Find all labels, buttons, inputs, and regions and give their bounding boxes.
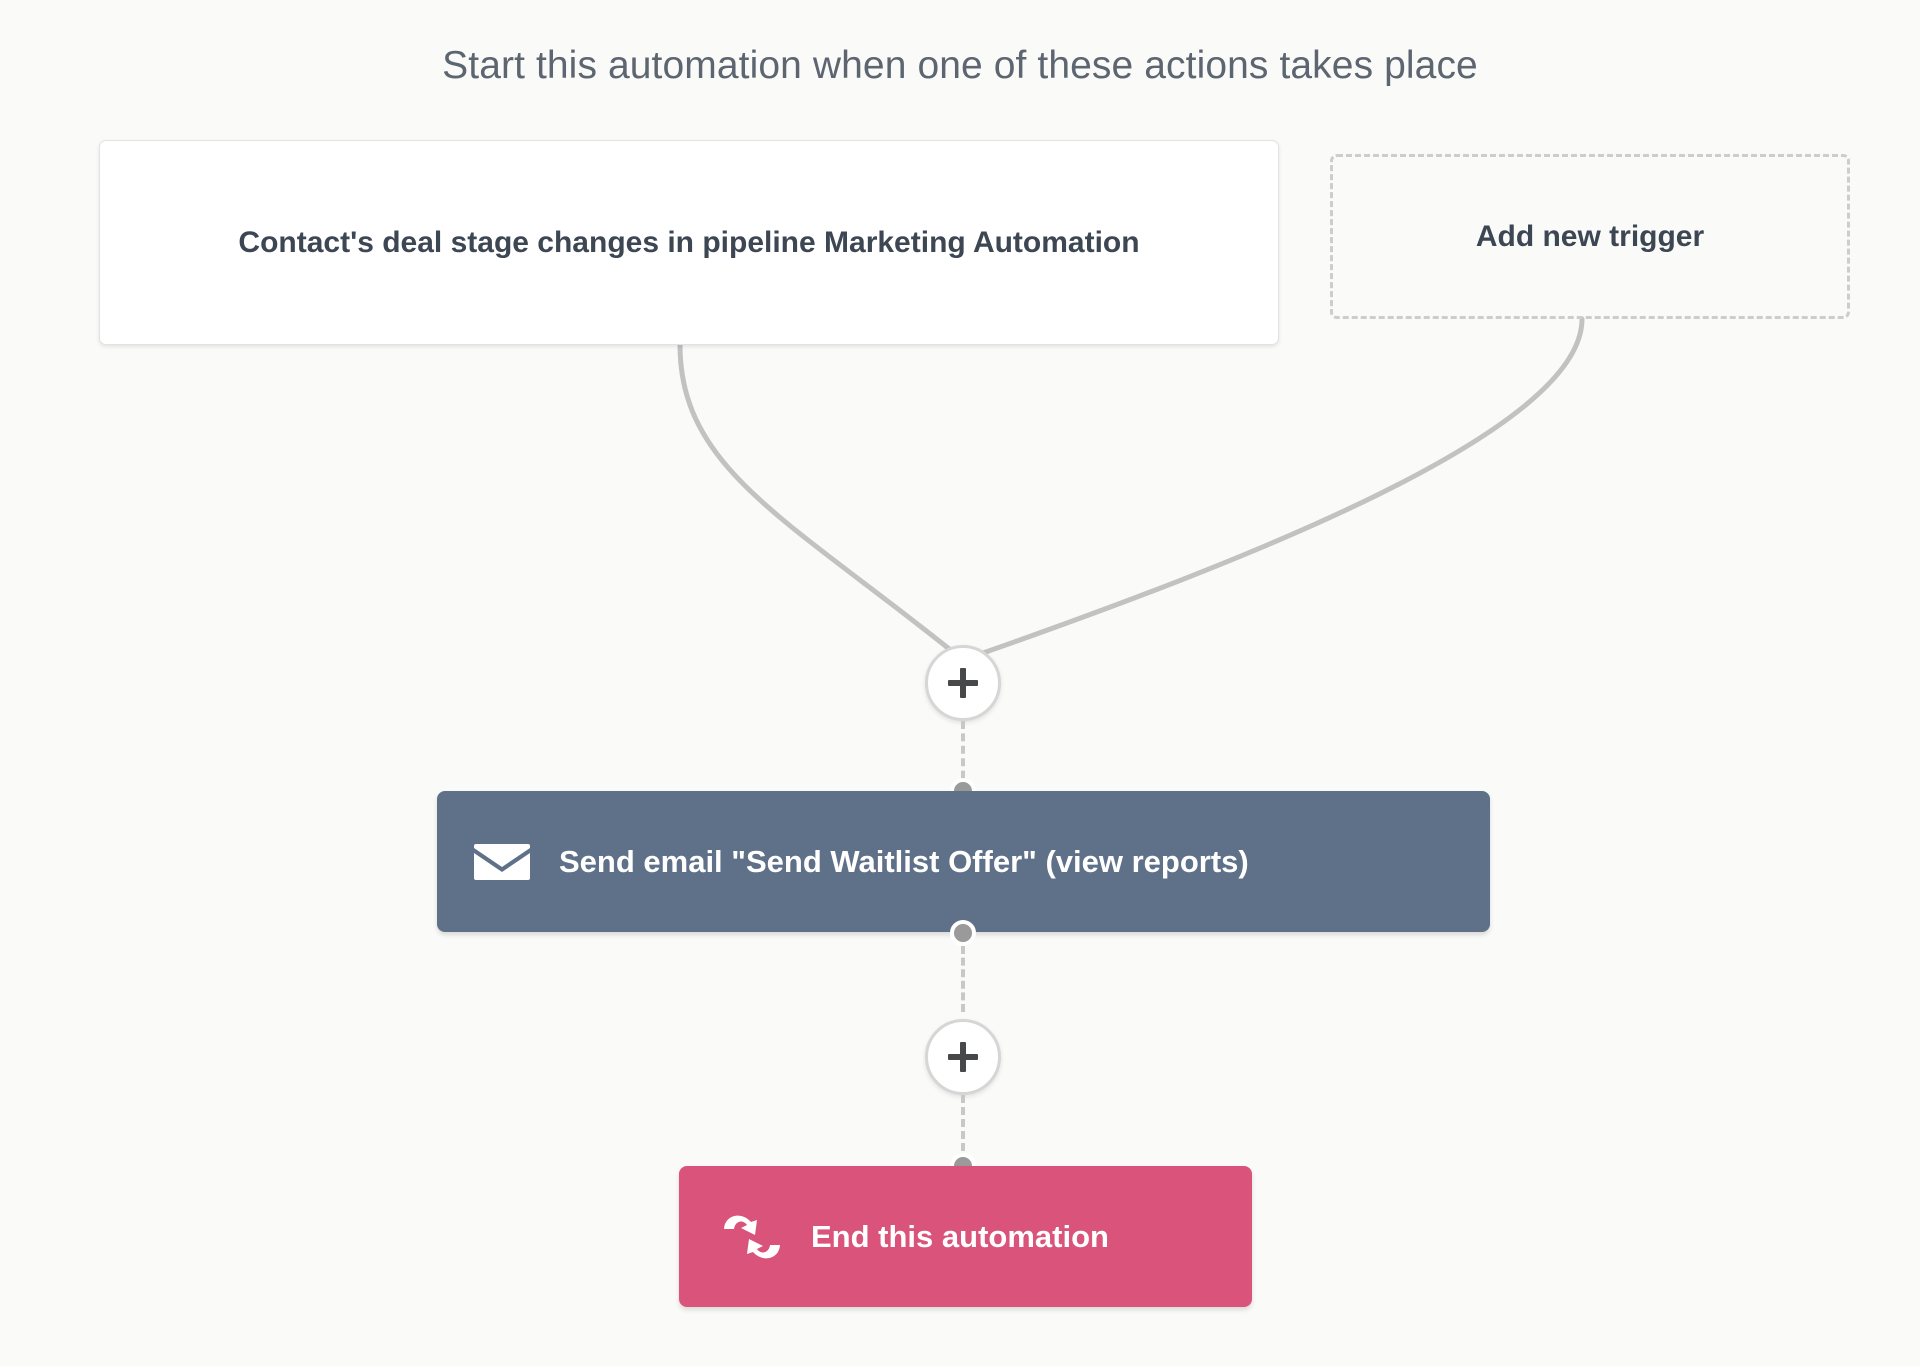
add-new-trigger-label: Add new trigger <box>1475 219 1705 253</box>
wire-add-trigger-to-plus <box>960 316 1585 663</box>
envelope-icon <box>473 840 531 884</box>
connector-email-to-plus2 <box>961 946 965 1012</box>
plus-icon <box>945 1039 981 1075</box>
node-dot-email-bottom <box>950 920 976 946</box>
action-send-email-label: Send email "Send Waitlist Offer" (view r… <box>559 843 1249 879</box>
action-send-email[interactable]: Send email "Send Waitlist Offer" (view r… <box>437 791 1490 932</box>
action-end-automation[interactable]: End this automation <box>679 1166 1252 1307</box>
action-end-automation-label: End this automation <box>811 1218 1109 1254</box>
connector-plus1-to-email <box>961 721 965 791</box>
sync-arrows-icon <box>721 1211 783 1263</box>
wire-trigger-to-plus <box>677 342 966 663</box>
plus-icon <box>945 665 981 701</box>
add-new-trigger-button[interactable]: Add new trigger <box>1330 154 1850 319</box>
trigger-card-deal-stage[interactable]: Contact's deal stage changes in pipeline… <box>99 140 1279 345</box>
add-step-button-2[interactable] <box>925 1019 1001 1095</box>
add-step-button-1[interactable] <box>925 645 1001 721</box>
connector-plus2-to-end <box>961 1095 965 1163</box>
trigger-card-label: Contact's deal stage changes in pipeline… <box>238 225 1140 259</box>
page-title: Start this automation when one of these … <box>442 44 1478 87</box>
